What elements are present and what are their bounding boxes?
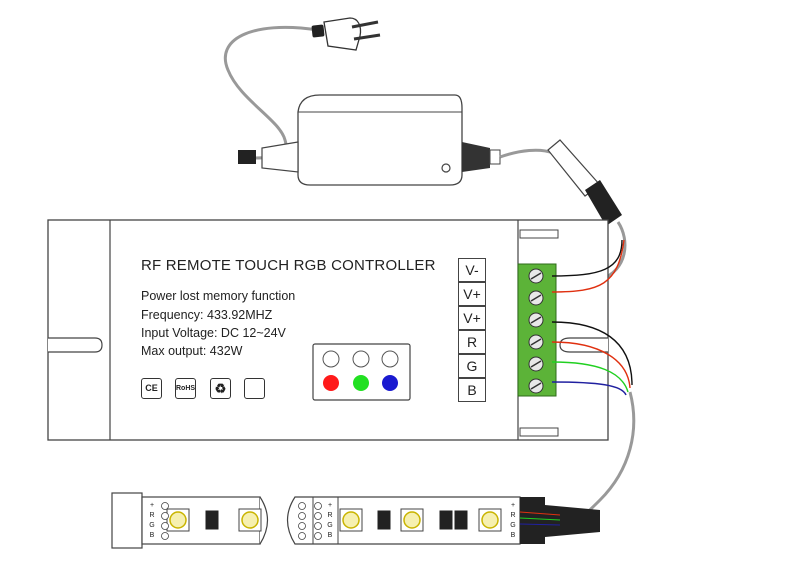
solder-pad [298,522,306,530]
strip-end-pin-b: B [510,532,516,539]
recycle-icon: ♻ [210,378,231,399]
wire-red [551,341,631,389]
wire-black [551,321,633,386]
terminal-g: G [458,354,486,378]
smd-led-lens [342,511,360,529]
controller-title: RF REMOTE TOUCH RGB CONTROLLER [141,257,436,274]
ce-mark-icon: CE [141,378,162,399]
strip-end-pin-r: R [510,512,516,519]
wire-red-input [551,239,625,293]
spec-max-output: Max output: 432W [141,344,243,358]
wire-black-input [551,239,623,277]
solder-pad [161,532,169,540]
led-green [353,375,369,391]
strip-mid-pin-r: R [327,512,333,519]
strip-end-pin-plus: + [510,502,516,509]
strip-mid-pin-g: G [327,522,333,529]
solder-pad [298,532,306,540]
solder-pad [161,512,169,520]
led-indicator-panel [312,343,411,401]
terminal-screw-slot [530,338,542,346]
terminal-screw-slot [530,382,542,390]
strip-mid-pin-b: B [327,532,333,539]
controller-housing [47,219,609,441]
led-top-3 [381,350,399,368]
dc-cable [499,148,554,159]
solder-pad [298,512,306,520]
smd-resistor [377,510,391,530]
wire-green [551,361,629,393]
weee-bin-icon: WEEE [244,378,265,399]
smd-led-lens [169,511,187,529]
solder-pad [161,522,169,530]
strip-pin-g: G [149,522,155,529]
spec-memory: Power lost memory function [141,289,296,303]
led-top-1 [322,350,340,368]
led-top-2 [352,350,370,368]
terminal-vplus-2: V+ [458,306,486,330]
terminal-screw-slot [530,294,542,302]
solder-pad [314,512,322,520]
solder-pad [314,522,322,530]
dc-connector-icon [547,139,622,226]
strip-pin-plus: + [149,502,155,509]
terminal-screw-slot [530,360,542,368]
smd-resistor [454,510,468,530]
wire-blue [551,381,627,396]
strip-end-pin-g: G [510,522,516,529]
output-wires [551,239,633,396]
solder-pad [314,532,322,540]
solder-pad [298,502,306,510]
rohs-icon: RoHS [175,378,196,399]
terminal-r: R [458,330,486,354]
terminal-screw-slot [530,272,542,280]
smd-led-lens [403,511,421,529]
led-red [323,375,339,391]
spec-input-voltage: Input Voltage: DC 12~24V [141,326,286,340]
terminal-screw-slot [530,316,542,324]
smd-led-lens [481,511,499,529]
spec-frequency: Frequency: 433.92MHZ [141,308,273,322]
solder-pad [161,502,169,510]
smd-resistor [205,510,219,530]
strip-mid-pin-plus: + [327,502,333,509]
smd-led-lens [241,511,259,529]
power-adapter [238,94,501,186]
terminal-vplus-1: V+ [458,282,486,306]
terminal-block [517,263,557,397]
strip-pin-b: B [149,532,155,539]
terminal-b: B [458,378,486,402]
smd-resistor [439,510,453,530]
plug-icon [311,17,381,51]
strip-pin-r: R [149,512,155,519]
led-blue [382,375,398,391]
solder-pad [314,502,322,510]
terminal-vminus: V- [458,258,486,282]
